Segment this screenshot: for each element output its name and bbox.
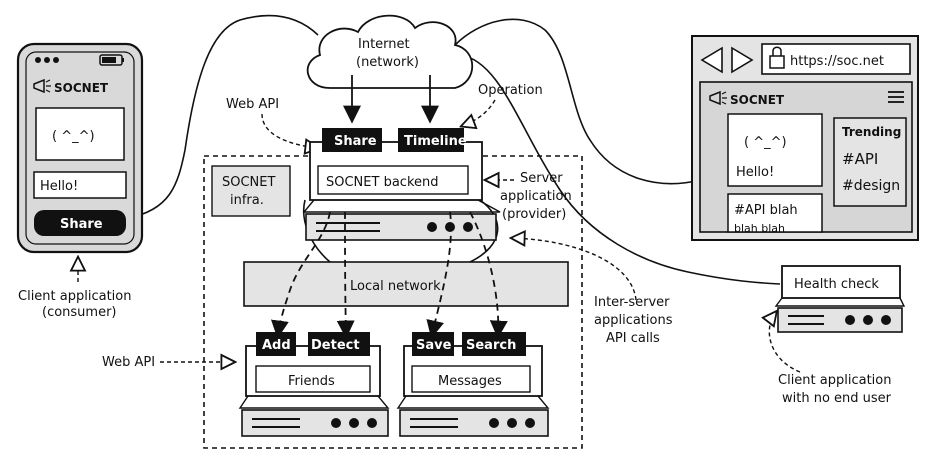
- friends-server-rack: [241, 409, 389, 437]
- messages-server: Save Search Messages: [396, 332, 550, 437]
- infra-label-line2: infra.: [230, 193, 264, 208]
- network-label: (network): [356, 55, 419, 70]
- phone-face: ( ^_^): [52, 129, 95, 144]
- friends-name: Friends: [288, 374, 335, 389]
- backend-network-link-right: [469, 199, 499, 263]
- trending-title: Trending: [842, 125, 901, 139]
- browser-brand: SOCNET: [730, 93, 785, 107]
- phone-internet-link: [127, 14, 319, 219]
- server-label-line3: (provider): [502, 207, 566, 222]
- forward-arrow-icon[interactable]: [731, 46, 754, 74]
- operation-arrow: [462, 99, 496, 126]
- operation-label: Operation: [478, 83, 543, 98]
- inter-server-links: [270, 211, 508, 339]
- backend-tab-share: Share: [334, 134, 377, 149]
- inter-server-arrow: [512, 238, 637, 301]
- backend-server: Share Timeline SOCNET backend: [302, 128, 501, 241]
- friends-server: Add Detect Friends: [238, 332, 390, 437]
- phone-share-label: Share: [60, 217, 103, 232]
- cloud-browser-link: [454, 18, 701, 185]
- phone-caption-line1: Client application: [18, 289, 131, 304]
- phone-brand: SOCNET: [54, 81, 109, 95]
- messages-tab-save: Save: [416, 338, 452, 353]
- browser-post-card: [727, 113, 823, 187]
- health-caption-line2: with no end user: [782, 391, 892, 406]
- server-label-line1: Server: [520, 171, 563, 186]
- back-arrow-icon[interactable]: [700, 46, 723, 74]
- health-caption-line1: Client application: [778, 373, 891, 388]
- phone-mockup: SOCNET ( ^_^) Hello! Share: [16, 42, 144, 254]
- internet-cloud: Internet (network): [306, 14, 473, 89]
- url-text: https://soc.net: [790, 54, 884, 69]
- trending-item-design[interactable]: #design: [842, 178, 900, 194]
- messages-name: Messages: [438, 374, 502, 389]
- browser-face: ( ^_^): [744, 135, 787, 150]
- url-bar[interactable]: [761, 43, 911, 75]
- browser-post2-line2: blah blah: [734, 222, 785, 235]
- health-check-name: Health check: [794, 277, 879, 292]
- web-api-left-label: Web API: [102, 355, 155, 370]
- messages-tab-search: Search: [466, 338, 516, 353]
- trending-panel: [833, 117, 907, 207]
- browser-post2-line1: #API blah: [734, 203, 798, 218]
- backend-tab-timeline: Timeline: [404, 134, 467, 149]
- browser-window: https://soc.net SOCNET ( ^_^) Hello! #AP…: [691, 35, 919, 241]
- inter-server-line3: API calls: [606, 331, 660, 346]
- web-api-top-label: Web API: [226, 97, 279, 112]
- status-bar: [35, 54, 124, 66]
- phone-message-input[interactable]: [33, 171, 127, 199]
- megaphone-icon: [33, 78, 51, 94]
- health-caption-arrow: [769, 312, 801, 373]
- internet-label: Internet: [358, 37, 410, 52]
- lock-icon: [769, 46, 785, 69]
- friends-tab-add: Add: [262, 338, 291, 353]
- messages-server-rack: [399, 409, 549, 437]
- friends-tab-detect: Detect: [311, 338, 360, 353]
- server-label-line2: application: [500, 189, 572, 204]
- inter-server-line2: applications: [594, 313, 673, 328]
- health-check-server: Health check: [774, 265, 906, 333]
- infra-label-line1: SOCNET: [222, 175, 276, 190]
- connection-lines: [127, 14, 781, 285]
- phone-share-button[interactable]: [34, 210, 126, 236]
- inter-server-line1: Inter-server: [594, 295, 670, 310]
- socnet-infra-badge: SOCNET infra.: [211, 165, 291, 217]
- local-network-label: Local network: [350, 279, 441, 294]
- browser-post-text: Hello!: [736, 165, 774, 180]
- cloud-health-link: [459, 54, 781, 285]
- backend-name: SOCNET backend: [326, 175, 439, 190]
- phone-caption-line2: (consumer): [42, 305, 117, 320]
- browser-megaphone-icon: [709, 90, 727, 106]
- phone-post-card: [35, 107, 125, 161]
- browser-post-card-2: [727, 193, 823, 233]
- hamburger-menu-icon[interactable]: [888, 91, 904, 103]
- local-network-bar: [243, 261, 569, 307]
- trending-item-api[interactable]: #API: [842, 150, 878, 168]
- phone-input-value: Hello!: [40, 179, 78, 194]
